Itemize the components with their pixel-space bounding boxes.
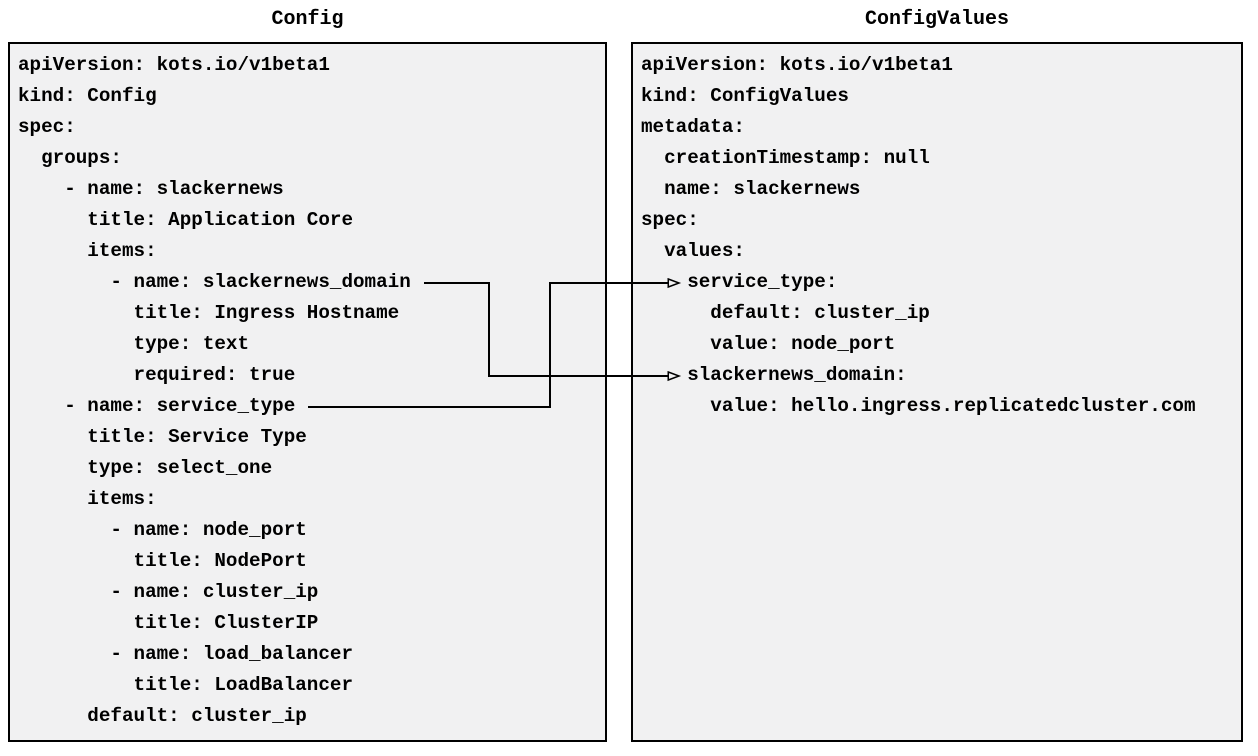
config-yaml-code: apiVersion: kots.io/v1beta1 kind: Config… bbox=[18, 54, 411, 727]
config-panel: apiVersion: kots.io/v1beta1 kind: Config… bbox=[8, 42, 607, 742]
configvalues-panel: apiVersion: kots.io/v1beta1 kind: Config… bbox=[631, 42, 1243, 742]
configvalues-yaml-code: apiVersion: kots.io/v1beta1 kind: Config… bbox=[641, 54, 1196, 417]
config-panel-title: Config bbox=[271, 8, 344, 31]
configvalues-panel-title: ConfigValues bbox=[864, 8, 1010, 31]
